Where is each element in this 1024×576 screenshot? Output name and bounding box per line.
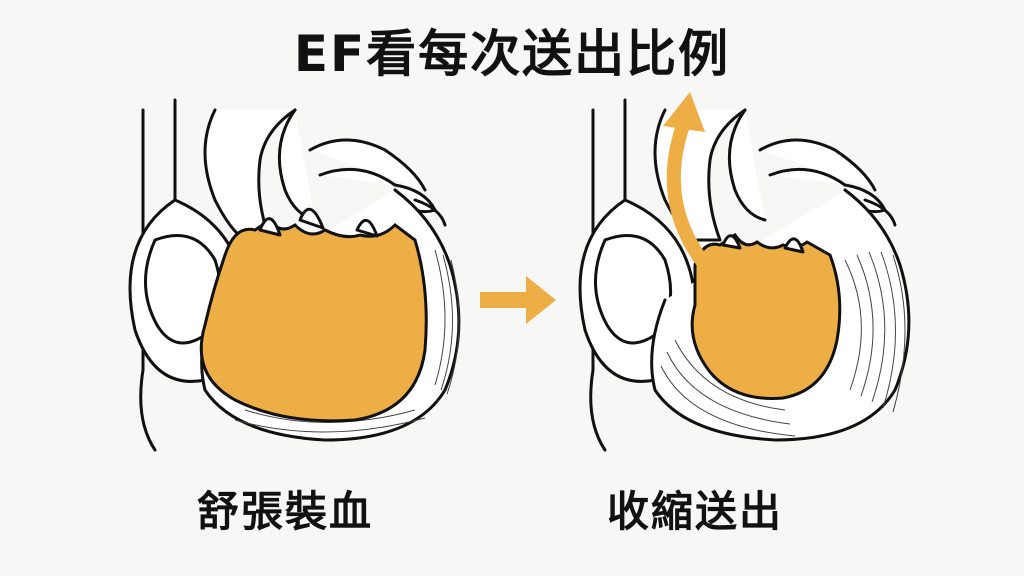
right-arrow-icon bbox=[480, 276, 556, 324]
vena-cava bbox=[139, 108, 157, 452]
blood-volume bbox=[199, 217, 428, 423]
vena-cava bbox=[589, 108, 607, 452]
blood-volume bbox=[690, 232, 842, 400]
systole-label: 收縮送出 bbox=[606, 487, 783, 536]
diastole-label: 舒張裝血 bbox=[196, 487, 373, 536]
heart-systole-illustration bbox=[578, 92, 911, 452]
heart-diastole-illustration bbox=[128, 98, 461, 452]
page-title: EF看每次送出比例 bbox=[293, 25, 731, 83]
curved-up-arrow-icon bbox=[663, 92, 712, 272]
